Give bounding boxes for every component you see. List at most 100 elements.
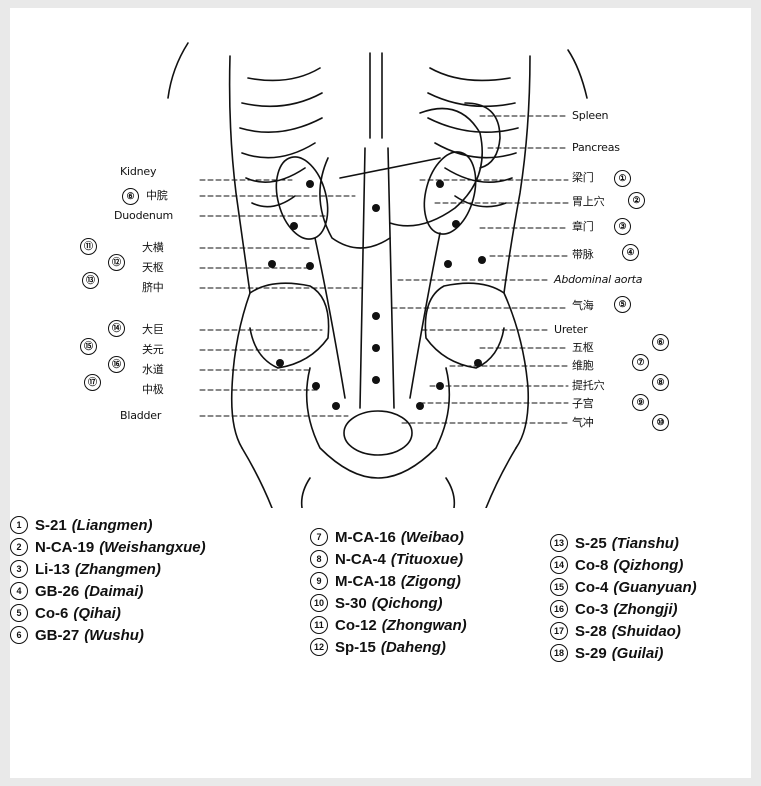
label-pancreas: Pancreas (572, 142, 620, 154)
legend-pinyin: (Daimai) (84, 583, 143, 600)
legend-code: Co-3 (575, 601, 608, 618)
legend-item: 4GB-26(Daimai) (10, 582, 143, 600)
circle-number-icon: ② (628, 192, 645, 209)
diagram-frame: Kidney ⑥ 中脘 Duodenum ⑪ ⑫ 大横 天枢 ⑬ 脐中 ⑭ 大巨… (10, 8, 751, 778)
legend-item: 14 Co-8 (Qizhong) (550, 556, 683, 574)
circle-number-icon: 8 (310, 550, 328, 568)
legend-item: 7M-CA-16(Weibao) (310, 528, 464, 546)
acupoint-dot (372, 344, 380, 352)
legend-code: Co-8 (575, 557, 608, 574)
legend-item: 2 N-CA-19 (Weishangxue) (10, 538, 206, 556)
label-qizhong: 脐中 (142, 282, 164, 294)
legend-item: 5Co-6(Qihai) (10, 604, 121, 622)
circle-number-icon: ⑧ (652, 374, 669, 391)
circle-number-icon: ⑮ (80, 338, 97, 355)
legend-code: GB-27 (35, 627, 79, 644)
acupoint-dot (372, 312, 380, 320)
torso-outline-right (504, 56, 530, 448)
legend-code: M-CA-16 (335, 529, 396, 546)
legend-code: S-29 (575, 645, 607, 662)
bladder (344, 411, 412, 455)
label-daheng: 大横 (142, 242, 164, 254)
acupoint-dot (290, 222, 298, 230)
legend-pinyin: (Qizhong) (613, 557, 683, 574)
circle-number-icon: 4 (10, 582, 28, 600)
legend-pinyin: (Guanyuan) (613, 579, 696, 596)
legend-pinyin: (Zhongwan) (382, 617, 467, 634)
legend-item: 12Sp-15(Daheng) (310, 638, 446, 656)
circle-number-icon: 14 (550, 556, 568, 574)
label-qihai: 气海 (572, 300, 594, 312)
acupoint-dot (436, 180, 444, 188)
pancreas (340, 158, 440, 178)
acupoint-dot (478, 256, 486, 264)
legend-item: 11Co-12(Zhongwan) (310, 616, 467, 634)
legend-code: Co-4 (575, 579, 608, 596)
circle-number-icon: ⑯ (108, 356, 125, 373)
legend-pinyin: (Wushu) (84, 627, 144, 644)
legend-code: S-25 (575, 535, 607, 552)
circle-number-icon: ⑦ (632, 354, 649, 371)
label-guanyuan: 关元 (142, 344, 164, 356)
legend-item: 15Co-4(Guanyuan) (550, 578, 697, 596)
acupoint-dot (372, 204, 380, 212)
circle-number-icon: ① (614, 170, 631, 187)
legend-item: 8N-CA-4(Tituoxue) (310, 550, 463, 568)
circle-number-icon: 9 (310, 572, 328, 590)
legend-item: 6GB-27(Wushu) (10, 626, 144, 644)
legend-item: 16 Co-3 (Zhongji) (550, 600, 677, 618)
label-qichong: 气冲 (572, 417, 594, 429)
label-tituo: 提托穴 (572, 380, 604, 392)
label-shuidao: 水道 (142, 364, 164, 376)
acupoint-dot (268, 260, 276, 268)
acupoint-dot (276, 359, 284, 367)
circle-number-icon: ⑨ (632, 394, 649, 411)
legend-pinyin: (Zigong) (401, 573, 461, 590)
acupoint-dot (452, 220, 460, 228)
circle-number-icon: ⑤ (614, 296, 631, 313)
legend-pinyin: (Daheng) (381, 639, 446, 656)
pelvis-left (250, 283, 329, 368)
label-tianshu: 天枢 (142, 262, 164, 274)
label-zigong: 子宫 (572, 398, 594, 410)
legend-code: Co-6 (35, 605, 68, 622)
circle-number-icon: ⑬ (82, 272, 99, 289)
legend-pinyin: (Guilai) (612, 645, 664, 662)
right-ureter (410, 233, 440, 398)
legend-pinyin: (Weishangxue) (99, 539, 205, 556)
legend-item: 3Li-13(Zhangmen) (10, 560, 161, 578)
duodenum (320, 158, 390, 248)
legend-pinyin: (Qichong) (372, 595, 443, 612)
circle-number-icon: 17 (550, 622, 568, 640)
legend-item: 9M-CA-18(Zigong) (310, 572, 461, 590)
pelvis-right (425, 283, 504, 368)
abdominal-aorta (360, 148, 394, 408)
legend-item: 17S-28(Shuidao) (550, 622, 681, 640)
circle-number-icon: ⑩ (652, 414, 669, 431)
circle-number-icon: 3 (10, 560, 28, 578)
legend-pinyin: (Tianshu) (612, 535, 679, 552)
label-liangmen: 梁门 (572, 172, 594, 184)
acupoint-dot (306, 262, 314, 270)
circle-number-icon: 10 (310, 594, 328, 612)
circle-number-icon: ④ (622, 244, 639, 261)
right-arm-arc (568, 50, 587, 98)
legend-code: N-CA-19 (35, 539, 94, 556)
left-ureter (315, 238, 345, 398)
acupoint-dot (436, 382, 444, 390)
legend-item: 18 S-29 (Guilai) (550, 644, 663, 662)
label-daju: 大巨 (142, 324, 164, 336)
circle-number-icon: 16 (550, 600, 568, 618)
label-spleen: Spleen (572, 110, 608, 122)
circle-number-icon: ⑪ (80, 238, 97, 255)
circle-number-icon: 18 (550, 644, 568, 662)
label-zhongji: 中极 (142, 384, 164, 396)
label-zhangmen: 章门 (572, 221, 594, 233)
label-kidney: Kidney (120, 166, 156, 178)
circle-number-icon: 2 (10, 538, 28, 556)
acupoint-dot (474, 359, 482, 367)
legend-pinyin: (Zhongji) (613, 601, 677, 618)
legend-item: 13S-25(Tianshu) (550, 534, 679, 552)
acupoint-dot (306, 180, 314, 188)
legend-item: 1S-21(Liangmen) (10, 516, 153, 534)
